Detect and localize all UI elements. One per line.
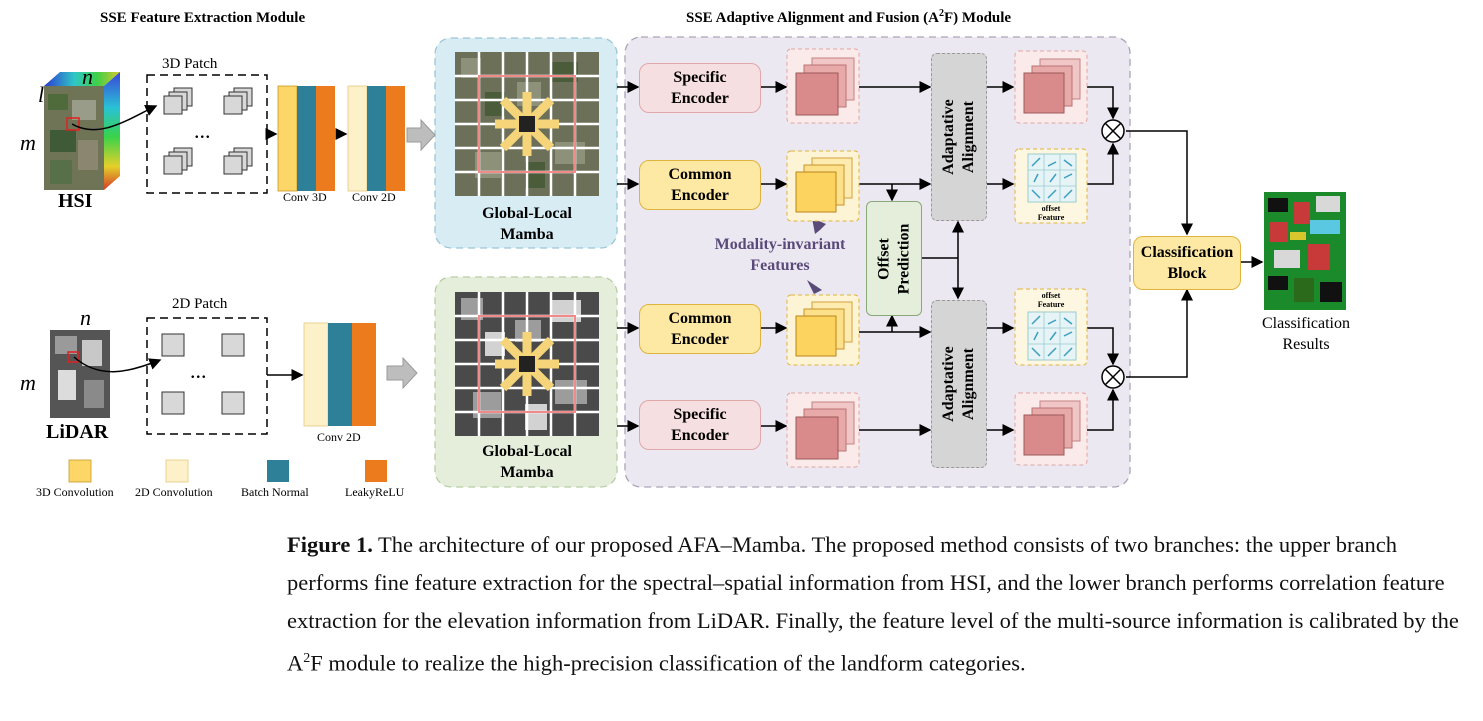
lidar-label: LiDAR: [46, 421, 109, 443]
aligned-feature-upper: [1014, 50, 1088, 124]
patch-2d-label: 2D Patch: [172, 296, 228, 312]
patch-3d-box: [146, 74, 268, 194]
offset-feature-lower: [1014, 288, 1088, 366]
conv2d-label-upper: Conv 2D: [352, 190, 396, 204]
patch-2d-squares: [161, 333, 245, 415]
legend-swatches: [68, 459, 387, 483]
patch-2d-box: [146, 317, 268, 435]
legend-2d-conv: 2D Convolution: [135, 485, 213, 499]
mamba-upper-image: [455, 52, 599, 196]
hsi-cube-image: [44, 72, 120, 190]
conv-blocks-lower: [303, 322, 376, 427]
hsi-label: HSI: [58, 190, 93, 212]
caption-label: Figure 1.: [287, 532, 373, 557]
conv2d-label-lower: Conv 2D: [317, 430, 361, 444]
fat-arrow-lower: [386, 356, 418, 390]
hsi-dim-m: m: [20, 130, 36, 155]
mamba-lower-image: [455, 292, 599, 436]
fat-arrow-upper: [406, 118, 436, 152]
specific-feature-upper: [786, 48, 860, 124]
conv3d-label-upper: Conv 3D: [283, 190, 327, 204]
common-feature-upper: [786, 150, 860, 222]
lidar-dim-n: n: [80, 305, 91, 330]
common-feature-lower: [786, 294, 860, 366]
legend-batch-normal: Batch Normal: [241, 485, 309, 499]
hsi-dim-n: n: [82, 64, 93, 89]
specific-feature-lower: [786, 392, 860, 468]
caption-text-end: F module to realize the high-precision c…: [310, 650, 1026, 676]
caption-text: The architecture of our proposed AFA–Mam…: [287, 532, 1459, 676]
offset-feature-upper: [1014, 148, 1088, 224]
legend-3d-conv: 3D Convolution: [36, 485, 114, 499]
aligned-feature-lower: [1014, 392, 1088, 466]
figure-caption: Figure 1. The architecture of our propos…: [287, 526, 1467, 683]
classification-results-map: [1264, 192, 1346, 310]
conv-blocks-upper: [277, 85, 405, 192]
lidar-image: [50, 330, 110, 418]
patch-3d-ellipsis: ...: [194, 118, 211, 143]
patch-3d-cubes: [163, 87, 253, 175]
patch-3d-label: 3D Patch: [162, 56, 218, 72]
hsi-dim-l: l: [38, 82, 45, 107]
sse-module-title: SSE Feature Extraction Module: [100, 10, 306, 26]
lidar-dim-m: m: [20, 370, 36, 395]
a2f-module-title: SSE Adaptive Alignment and Fusion (A2F) …: [686, 8, 1012, 26]
patch-2d-ellipsis: ...: [190, 358, 207, 383]
caption-sup: 2: [303, 651, 311, 666]
legend-leaky-relu: LeakyReLU: [345, 485, 405, 499]
